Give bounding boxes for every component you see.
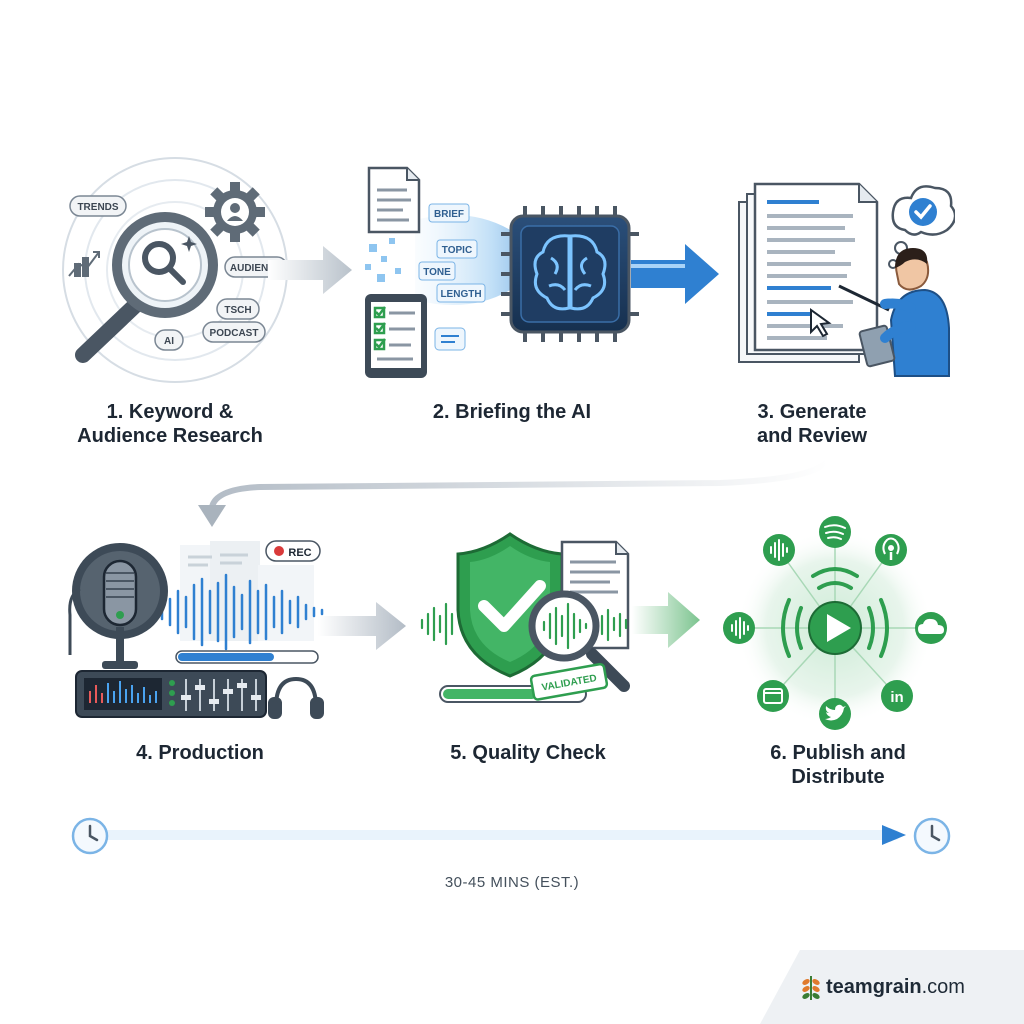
checklist-tablet-icon [365, 294, 427, 378]
podcast-icon [875, 534, 907, 566]
magnifier-icon [528, 590, 630, 692]
brand-corner-background [760, 950, 1024, 1024]
quality-check-illustration: VALIDATED [420, 532, 700, 703]
step-4-label: 4. Production [136, 742, 264, 764]
flow-arrow-4 [318, 602, 406, 650]
document-stack-icon [738, 182, 879, 363]
end-clock-icon [913, 817, 951, 855]
step-3-label: 3. Generate and Review [756, 401, 868, 447]
tag-tech: TSCH [224, 305, 251, 316]
audio-waves-icon [763, 534, 795, 566]
generate-review-illustration [738, 182, 955, 377]
timeline-estimate: 30-45 MINS (EST.) [444, 874, 580, 891]
cloud-icon [915, 612, 947, 644]
headphones-icon [268, 676, 324, 719]
brand-name-suffix: .com [921, 976, 965, 998]
tag-topic: TOPIC [442, 245, 472, 256]
production-progress [178, 653, 274, 661]
trend-chart-icon [68, 251, 100, 277]
audio-waveform [160, 573, 324, 651]
audio-mixer-icon [75, 670, 267, 718]
tag-ai: AI [164, 336, 174, 347]
step-2-label: 2. Briefing the AI [432, 401, 592, 423]
teamgrain-logo-icon [802, 976, 820, 1000]
keyword-research-illustration: TRENDS AUDIENCE TSCH PODCAST AI [62, 157, 288, 383]
brand-name[interactable]: teamgrain.com [826, 976, 965, 999]
tag-tone: TONE [423, 267, 451, 278]
rec-badge: REC [288, 547, 311, 559]
microphone-icon [68, 543, 168, 669]
row-connector-arrow [198, 457, 831, 527]
audio-bars-icon [723, 612, 755, 644]
tag-length: LENGTH [440, 289, 481, 300]
linkedin-icon: in [881, 680, 913, 712]
validated-stamp: VALIDATED [529, 662, 609, 701]
briefing-ai-illustration: BRIEF TOPIC TONE LENGTH [365, 166, 719, 378]
browser-window-icon [757, 680, 789, 712]
timeline-bar [71, 817, 951, 855]
magnifier-icon [75, 212, 218, 363]
flow-arrow-1 [268, 246, 352, 294]
production-illustration: REC [68, 540, 324, 719]
twitter-icon [819, 698, 851, 730]
publish-distribute-illustration: in [723, 516, 947, 730]
quality-progress [443, 689, 537, 699]
approved-thought-bubble-icon [888, 185, 955, 269]
reviewer-person-icon [838, 248, 950, 377]
play-icon [781, 567, 889, 658]
spotify-icon [819, 516, 851, 548]
document-icon [367, 166, 421, 234]
step-6-label: 6. Publish and Distribute [770, 742, 906, 788]
step-1-label: 1. Keyword & Audience Research [77, 401, 263, 447]
tag-audience: AUDIENCE [230, 263, 283, 274]
tag-podcast: PODCAST [210, 328, 259, 339]
step-5-label: 5. Quality Check [450, 742, 606, 764]
tag-trends: TRENDS [77, 202, 118, 213]
tag-brief: BRIEF [434, 209, 464, 220]
brand-name-bold: teamgrain [826, 976, 922, 998]
start-clock-icon [71, 817, 109, 855]
svg-text:in: in [890, 689, 903, 706]
gear-user-icon [205, 182, 265, 242]
ai-chip-icon [501, 206, 639, 342]
